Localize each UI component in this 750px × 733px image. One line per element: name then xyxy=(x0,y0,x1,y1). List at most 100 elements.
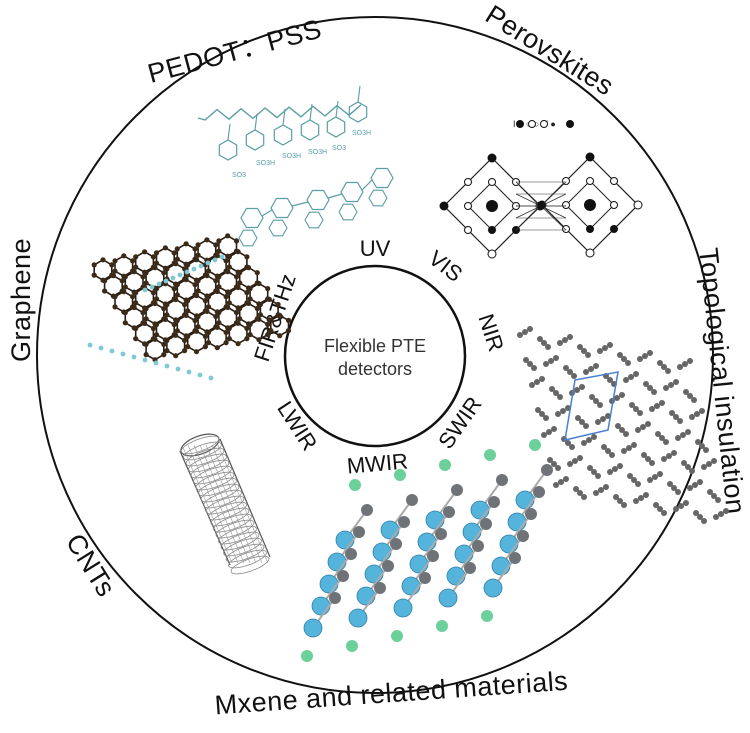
mxene-carbon-atom xyxy=(472,540,484,552)
graphene-carbon xyxy=(142,320,148,326)
topo-atom xyxy=(697,514,703,520)
topo-atom xyxy=(614,395,620,401)
perovskite-atom xyxy=(464,178,472,186)
cnt-lattice-line xyxy=(205,444,257,564)
graphene-carbon xyxy=(205,304,212,310)
topo-atom xyxy=(645,421,651,427)
graphene-carbon xyxy=(185,298,191,304)
perovskite-legend-dot xyxy=(566,120,574,128)
graphene-carbon xyxy=(247,296,253,302)
graphene-hydrogen xyxy=(212,257,218,263)
topo-atom xyxy=(666,453,672,459)
topo-atom xyxy=(598,487,604,493)
graphene-carbon xyxy=(254,270,260,276)
topo-atom xyxy=(628,374,634,380)
topo-atom xyxy=(707,489,713,495)
perovskite-atom xyxy=(610,201,618,209)
graphene-hex xyxy=(124,306,144,329)
graphene-hydrogen xyxy=(170,275,176,281)
topo-atom xyxy=(689,414,695,420)
perovskite-atom xyxy=(464,202,472,210)
topo-atom xyxy=(593,398,599,404)
topo-atom xyxy=(685,464,691,470)
graphene-carbon xyxy=(183,241,189,247)
graphene-hydrogen xyxy=(186,369,192,375)
topo-atom xyxy=(675,435,681,441)
mxene-carbon-atom xyxy=(398,516,410,528)
graphene-carbon xyxy=(161,270,167,276)
graphene-carbon xyxy=(182,337,188,343)
topological-insulator-structure xyxy=(517,326,729,524)
graphene-hydrogen xyxy=(198,263,204,269)
topo-atom xyxy=(647,477,653,483)
topo-atom xyxy=(643,381,649,387)
band-label-nir: NIR xyxy=(473,311,508,355)
topo-atom xyxy=(565,440,571,446)
perovskite-legend-dot xyxy=(516,120,524,128)
pedot-dioxy-ring xyxy=(238,229,258,247)
topo-atom xyxy=(659,400,665,406)
topo-atom xyxy=(615,423,621,429)
graphene-carbon xyxy=(235,284,241,291)
graphene-carbon xyxy=(182,302,188,308)
graphene-carbon xyxy=(202,298,208,304)
outer-ring xyxy=(36,16,714,694)
material-label-topological-insulation: Topological insulation xyxy=(693,246,750,515)
mxene-metal-atom xyxy=(499,534,519,554)
graphene-carbon xyxy=(256,280,262,287)
graphene-carbon xyxy=(205,340,212,346)
pedot-benzene-ring xyxy=(348,101,368,123)
graphene-hydrogen xyxy=(208,375,214,381)
mxene-metal-atom xyxy=(483,578,503,598)
mxene-metal-atom xyxy=(438,588,458,608)
topo-atom xyxy=(563,365,569,371)
graphene-carbon xyxy=(213,278,219,284)
graphene-carbon xyxy=(237,316,243,322)
mxene-carbon-atom xyxy=(533,486,545,498)
topo-atom xyxy=(553,482,559,488)
pedot-dioxy-ring xyxy=(368,189,388,207)
graphene-hex xyxy=(155,246,175,270)
graphene-carbon xyxy=(133,325,139,332)
topo-atom xyxy=(637,356,643,362)
mxene-terminal-atom xyxy=(484,449,496,461)
graphene-carbon xyxy=(192,282,198,288)
graphene-hex xyxy=(218,306,238,329)
topo-atom xyxy=(633,371,639,377)
mxene-structure xyxy=(301,439,553,662)
graphene-carbon xyxy=(153,296,160,302)
topo-atom xyxy=(633,498,639,504)
topo-atom xyxy=(633,406,639,412)
mxene-carbon-atom xyxy=(488,496,500,508)
topo-atom xyxy=(691,397,697,403)
topo-atom xyxy=(653,502,659,508)
graphene-carbon xyxy=(226,254,232,260)
topo-atom xyxy=(667,481,673,487)
mxene-terminal-atom xyxy=(301,650,313,662)
topo-atom xyxy=(600,416,606,422)
topo-atom xyxy=(652,474,658,480)
graphene-hex xyxy=(134,250,155,274)
mxene-metal-atom xyxy=(470,500,490,520)
mxene-carbon-atom xyxy=(451,484,463,496)
topo-atom xyxy=(585,352,591,358)
topo-atom xyxy=(635,427,641,433)
inner-ring xyxy=(283,264,467,448)
graphene-carbon xyxy=(193,257,200,263)
material-label-graphene: Graphene xyxy=(6,238,36,362)
perovskite-atom xyxy=(586,177,594,185)
mxene-carbon-atom xyxy=(419,572,431,584)
graphene-carbon xyxy=(237,305,243,312)
graphene-carbon xyxy=(110,273,116,279)
topo-atom xyxy=(577,455,583,461)
topo-atom xyxy=(699,443,705,449)
topo-atom xyxy=(562,337,568,343)
topo-atom xyxy=(638,495,644,501)
graphene-hex xyxy=(155,318,175,341)
graphene-carbon xyxy=(185,308,191,314)
topo-atom xyxy=(517,332,523,338)
graphene-carbon xyxy=(143,280,149,286)
graphene-hydrogen xyxy=(163,278,169,284)
graphene-carbon xyxy=(153,321,160,328)
graphene-hydrogen xyxy=(131,354,137,360)
